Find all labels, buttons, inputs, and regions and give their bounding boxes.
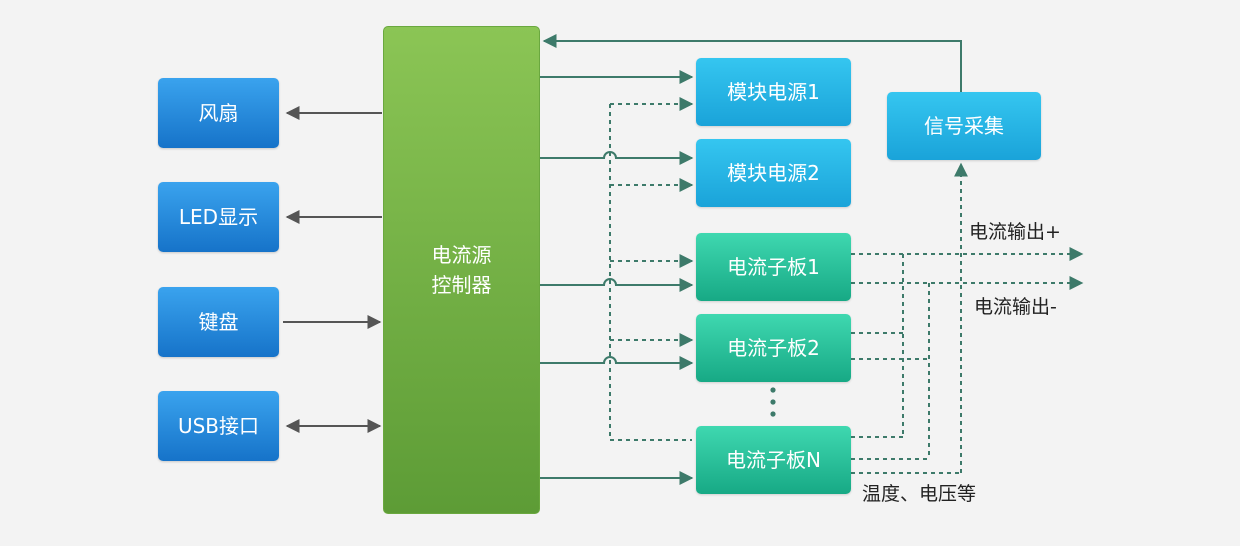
power-module-2: 模块电源2: [696, 139, 851, 207]
signal-collection-label: 信号采集: [924, 111, 1004, 141]
output-plus-label: 电流输出+: [969, 217, 1061, 244]
power-module-1: 模块电源1: [696, 58, 851, 126]
sub-board-2-label: 电流子板2: [727, 333, 820, 363]
current-source-controller: 电流源 控制器: [383, 26, 540, 514]
arrow-to-board2: [540, 357, 692, 363]
keyboard-label: 键盘: [199, 307, 239, 337]
led-display-box: LED显示: [158, 182, 279, 252]
power-module-2-label: 模块电源2: [727, 158, 820, 188]
fan-label: 风扇: [199, 98, 239, 128]
fan-box: 风扇: [158, 78, 279, 148]
usb-interface-label: USB接口: [178, 411, 259, 441]
sub-board-n-label: 电流子板N: [726, 445, 821, 475]
output-minus-label: 电流输出-: [974, 292, 1057, 319]
ellipsis-dots: [770, 387, 775, 416]
arrow-to-module2: [540, 152, 692, 158]
usb-interface-box: USB接口: [158, 391, 279, 461]
current-sub-board-2: 电流子板2: [696, 314, 851, 382]
controller-label-line2: 控制器: [432, 270, 492, 300]
led-display-label: LED显示: [179, 202, 258, 232]
keyboard-box: 键盘: [158, 287, 279, 357]
sub-board-1-label: 电流子板1: [727, 252, 820, 282]
signal-collection-box: 信号采集: [887, 92, 1041, 160]
temperature-voltage-label: 温度、电压等: [862, 479, 976, 506]
controller-label-line1: 电流源: [432, 240, 492, 270]
current-sub-board-1: 电流子板1: [696, 233, 851, 301]
arrow-to-board1: [540, 279, 692, 285]
power-module-1-label: 模块电源1: [727, 77, 820, 107]
current-sub-board-n: 电流子板N: [696, 426, 851, 494]
